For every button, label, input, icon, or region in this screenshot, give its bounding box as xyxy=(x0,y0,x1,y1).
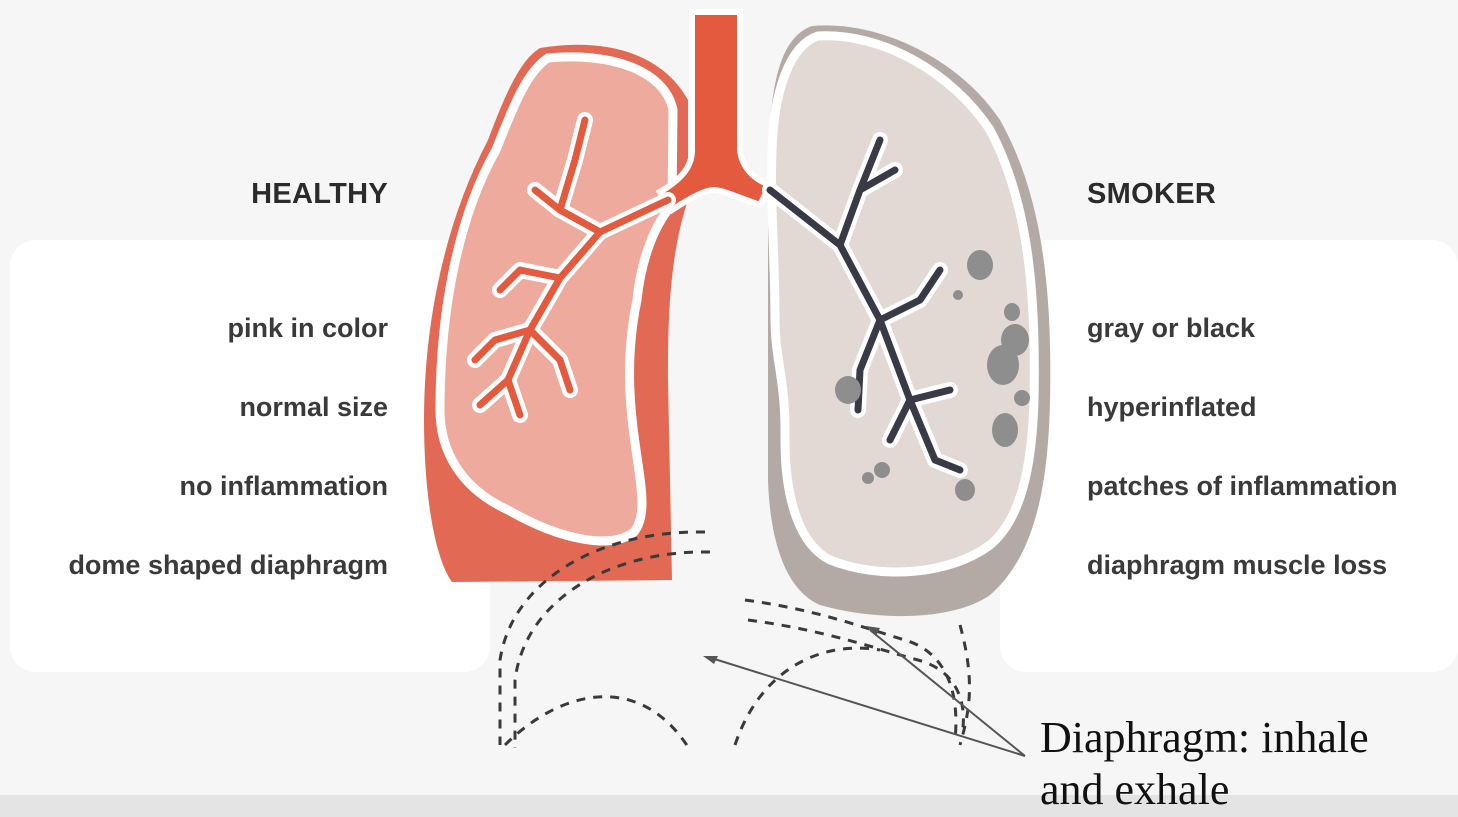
annotation-line-2: and exhale xyxy=(1040,764,1450,816)
smoker-trait-diaphragm: diaphragm muscle loss xyxy=(1087,550,1387,581)
healthy-trait-inflammation: no inflammation xyxy=(180,471,389,502)
arrowhead-left xyxy=(703,656,718,664)
healthy-heading: HEALTHY xyxy=(251,178,388,211)
smoker-trait-color: gray or black xyxy=(1087,313,1255,344)
annotation-line-1: Diaphragm: inhale xyxy=(1040,712,1450,764)
healthy-trait-size: normal size xyxy=(239,392,388,423)
smoker-heading: SMOKER xyxy=(1087,178,1216,211)
healthy-trait-color: pink in color xyxy=(227,313,388,344)
smoker-trait-inflammation: patches of inflammation xyxy=(1087,471,1398,502)
smoker-trait-size: hyperinflated xyxy=(1087,392,1257,423)
healthy-trait-diaphragm: dome shaped diaphragm xyxy=(68,550,388,581)
diaphragm-annotation: Diaphragm: inhale and exhale xyxy=(1040,712,1450,816)
arrowhead-right xyxy=(866,626,880,636)
